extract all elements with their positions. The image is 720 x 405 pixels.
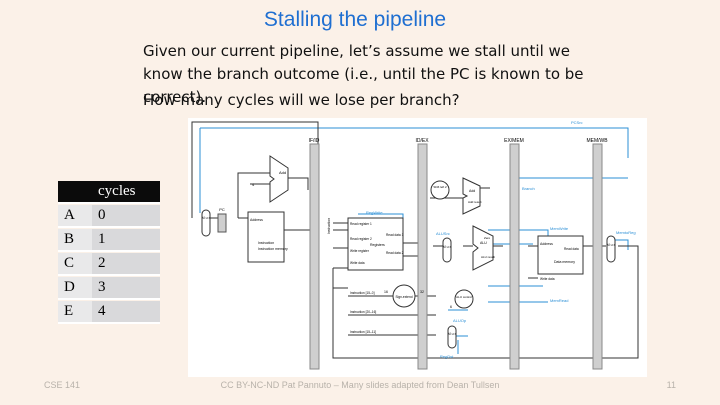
registers-title: Registers [370,243,385,247]
memread-label: MemRead [550,298,568,303]
id-ex-register [417,143,428,370]
imem-title: Instruction memory [258,247,288,251]
answer-label: D [58,277,92,300]
mem-wb-register [592,143,603,370]
write-data-label: Write data [350,261,365,265]
dmem-title: Data memory [554,260,575,264]
footer-credits: CC BY-NC-ND Pat Pannuto – Many slides ad… [220,380,500,390]
alusrc-mux-label: M u x [443,245,452,249]
answer-row: A 0 [58,205,160,228]
pcsrc-label: PCSrc [571,120,583,125]
header-cycles-cell: cycles [92,181,160,204]
memtoreg-label: MemtoReg [616,230,636,235]
alusrc-mux [442,237,452,263]
aluop-label: ALUOp [453,318,467,323]
four-constant: 4 [252,182,255,187]
if-id-register [309,143,320,370]
branch-adder-label: Add [469,189,475,193]
regwrite-label: RegWrite [366,210,383,215]
answer-value: 2 [92,253,160,276]
sign-extend [392,284,416,308]
dmem-read-data-label: Read data [564,247,579,251]
header-blank-cell [58,181,92,204]
branch-label: Branch [522,186,535,191]
memtoreg-mux-label: M u x [607,243,616,247]
pc-adder [269,155,289,203]
answer-row: B 1 [58,229,160,252]
question-prompt: How many cycles will we lose per branch? [143,91,460,109]
pc-register [217,213,227,233]
pipeline-datapath-diagram: IF/ID ID/EX EX/MEM MEM/WB PCSrc M u x PC… [188,118,647,377]
six-label: 6 [450,305,452,309]
answer-label: A [58,205,92,228]
thirtytwo-label: 32 [420,290,424,294]
dmem-write-data-label: Write data [540,277,555,281]
footer-course: CSE 141 [44,380,81,390]
instr-15-11-label: Instruction [15–11] [350,330,376,334]
write-register-label: Write register [350,249,370,253]
dmem-address-label: Address [540,242,553,246]
instruction-memory [247,211,285,263]
id-ex-label: ID/EX [415,138,429,144]
answer-table-header: cycles [58,181,160,204]
sign-extend-label: Sign-extend [395,295,412,299]
answer-table: cycles A 0 B 1 C 2 D 3 E 4 [58,180,160,325]
regdst-label: RegDst [440,354,454,359]
read-data-2-label: Read data 2 [386,251,404,255]
memtoreg-mux [606,235,616,263]
question-paragraph: Given our current pipeline, let’s assume… [143,42,584,106]
alu-control-label: ALU control [456,295,472,299]
memwrite-label: MemWrite [550,226,569,231]
branch-adder [462,177,481,215]
instr-20-16-label: Instruction [20–16] [350,310,376,314]
ex-mem-label: EX/MEM [504,138,524,144]
answer-label: B [58,229,92,252]
answer-value: 1 [92,229,160,252]
ex-mem-register [509,143,520,370]
pc-mux-label: M u x [202,216,211,220]
read-register-1-label: Read register 1 [350,222,372,226]
answer-row: E 4 [58,301,160,324]
pc-label: PC [219,207,225,212]
alu [472,225,494,271]
read-data-1-label: Read data 1 [386,233,404,237]
imem-address-label: Address [250,218,263,222]
answer-row: D 3 [58,277,160,300]
instr-15-0-label: Instruction [15–0] [350,291,375,295]
alu-control [454,289,474,309]
shift-left-2 [430,180,450,200]
answer-row: C 2 [58,253,160,276]
regdst-mux [447,325,457,349]
mem-wb-label: MEM/WB [586,138,608,144]
if-id-label: IF/ID [309,138,320,144]
alu-label: ALU [480,241,487,245]
pipeline-datapath-svg: IF/ID ID/EX EX/MEM MEM/WB PCSrc M u x PC… [191,120,639,370]
zero-label: Zero [484,236,491,240]
alu-result-label: ALU result [481,255,495,259]
add-result-label: Add result [468,200,482,204]
register-file [347,217,404,271]
answer-label: C [58,253,92,276]
regdst-mux-label: M u x [448,332,457,336]
alusrc-label: ALUSrc [436,231,450,236]
pc-adder-label: Add [279,170,286,175]
read-register-2-label: Read register 2 [350,237,372,241]
answer-value: 4 [92,301,160,324]
answer-value: 3 [92,277,160,300]
sixteen-label: 16 [384,290,388,294]
slide-title: Stalling the pipeline [263,8,447,31]
imem-instruction-label: Instruction [258,241,274,245]
shift-left-2-label: Shift left 2 [433,185,447,189]
data-memory [537,235,584,275]
stage-registers [309,143,603,370]
footer-page-number: 11 [666,380,676,390]
pc-mux [201,209,211,237]
answer-value: 0 [92,205,160,228]
answer-label: E [58,301,92,324]
instruction-bus-label: Instruction [327,218,331,234]
